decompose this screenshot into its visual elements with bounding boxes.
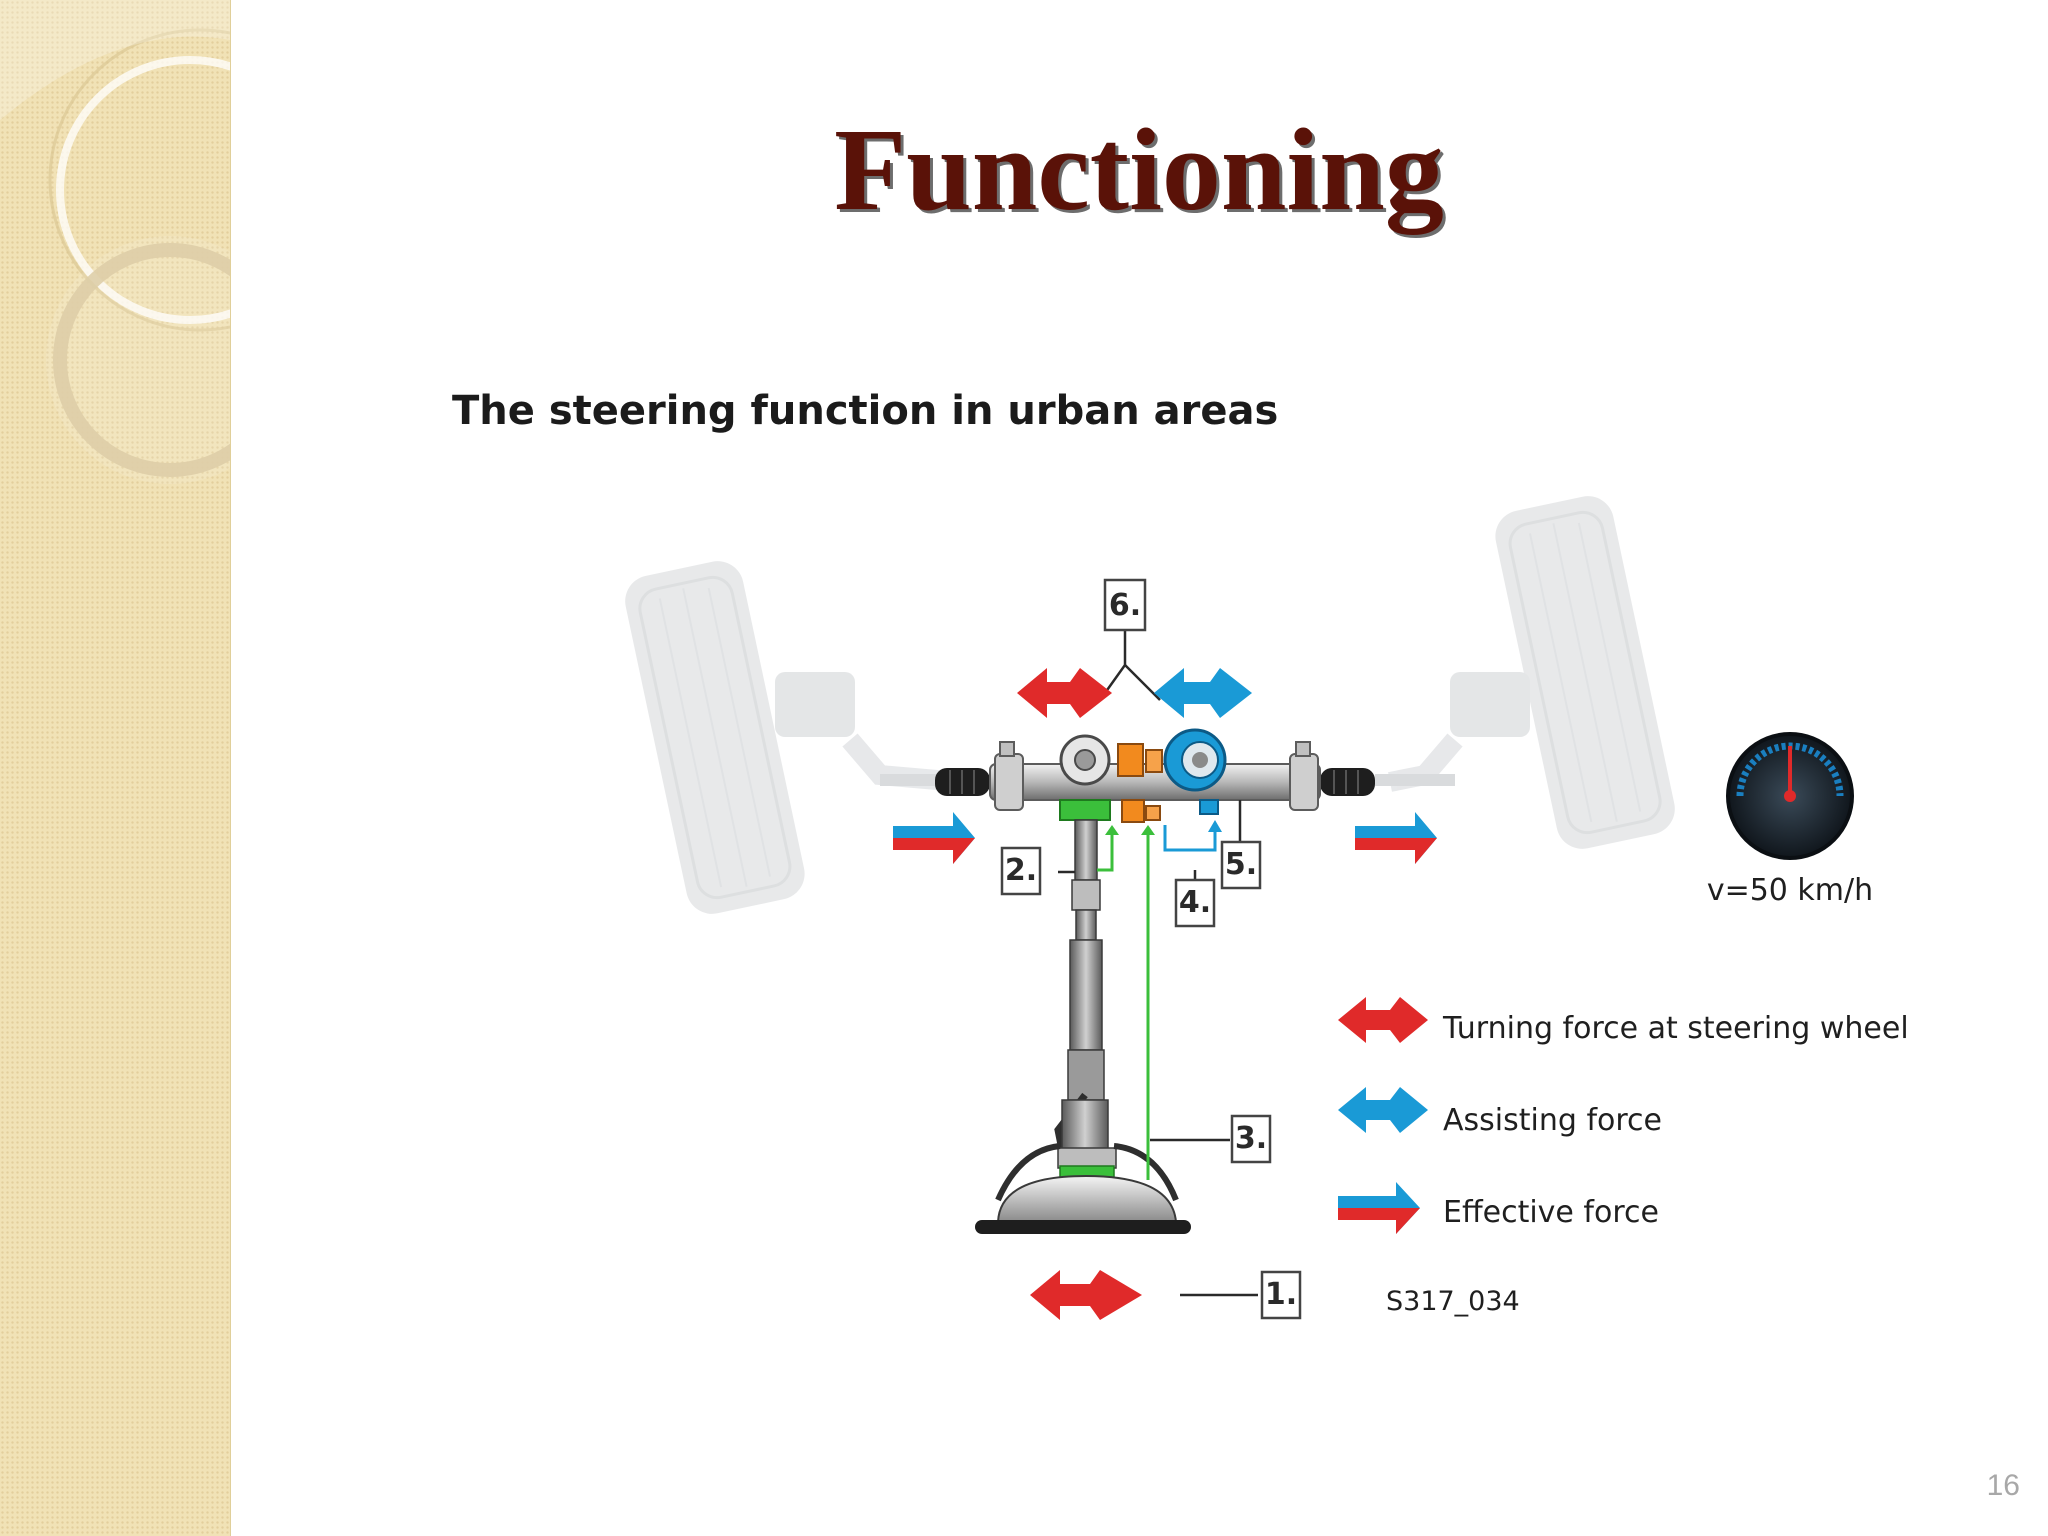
turning-force-arrow-top	[1017, 668, 1112, 718]
steering-rack	[935, 728, 1375, 823]
callout-3: 3.	[1230, 1114, 1272, 1164]
steering-column	[975, 819, 1191, 1234]
effective-force-arrow-right	[1355, 812, 1437, 864]
legend-assisting-force: Assisting force	[1338, 1087, 1662, 1138]
callout-3-label: 3.	[1235, 1121, 1267, 1156]
callout-2: 2.	[1000, 846, 1042, 896]
sensor-signal-lines	[1097, 825, 1155, 1180]
figure-code: S317_034	[1386, 1286, 1520, 1317]
legend-effective-force-label: Effective force	[1443, 1195, 1659, 1230]
sidebar-circles	[0, 0, 230, 484]
legend-effective-force: Effective force	[1338, 1182, 1659, 1234]
decorative-sidebar	[0, 0, 231, 1536]
callout-6: 6.	[1103, 578, 1147, 632]
assisting-force-arrow-top	[1154, 668, 1252, 718]
callout-4-label: 4.	[1179, 885, 1211, 920]
callout-6-label: 6.	[1109, 588, 1141, 623]
callout-1-label: 1.	[1265, 1277, 1297, 1312]
speedometer-gauge	[1726, 732, 1854, 860]
legend: Turning force at steering wheel Assistin…	[1338, 997, 1909, 1234]
callout-5-label: 5.	[1225, 847, 1257, 882]
slide-title: Functioning	[834, 104, 1444, 235]
callout-4: 4.	[1174, 878, 1216, 928]
left-wheel	[625, 561, 961, 914]
diagram-heading: The steering function in urban areas	[452, 388, 1279, 434]
speed-label: v=50 km/h	[1707, 873, 1873, 908]
motor-control-line	[1163, 820, 1222, 852]
turning-force-arrow-bottom	[1030, 1270, 1142, 1320]
right-wheel	[1388, 496, 1675, 849]
legend-turning-force-label: Turning force at steering wheel	[1442, 1011, 1909, 1046]
callout-1: 1.	[1260, 1270, 1302, 1320]
callout-2-label: 2.	[1005, 853, 1037, 888]
legend-turning-force: Turning force at steering wheel	[1338, 997, 1909, 1046]
legend-assisting-force-label: Assisting force	[1443, 1103, 1662, 1138]
effective-force-arrow-left	[893, 812, 975, 864]
page-number: 16	[1986, 1469, 2020, 1502]
callout-5: 5.	[1220, 840, 1262, 890]
